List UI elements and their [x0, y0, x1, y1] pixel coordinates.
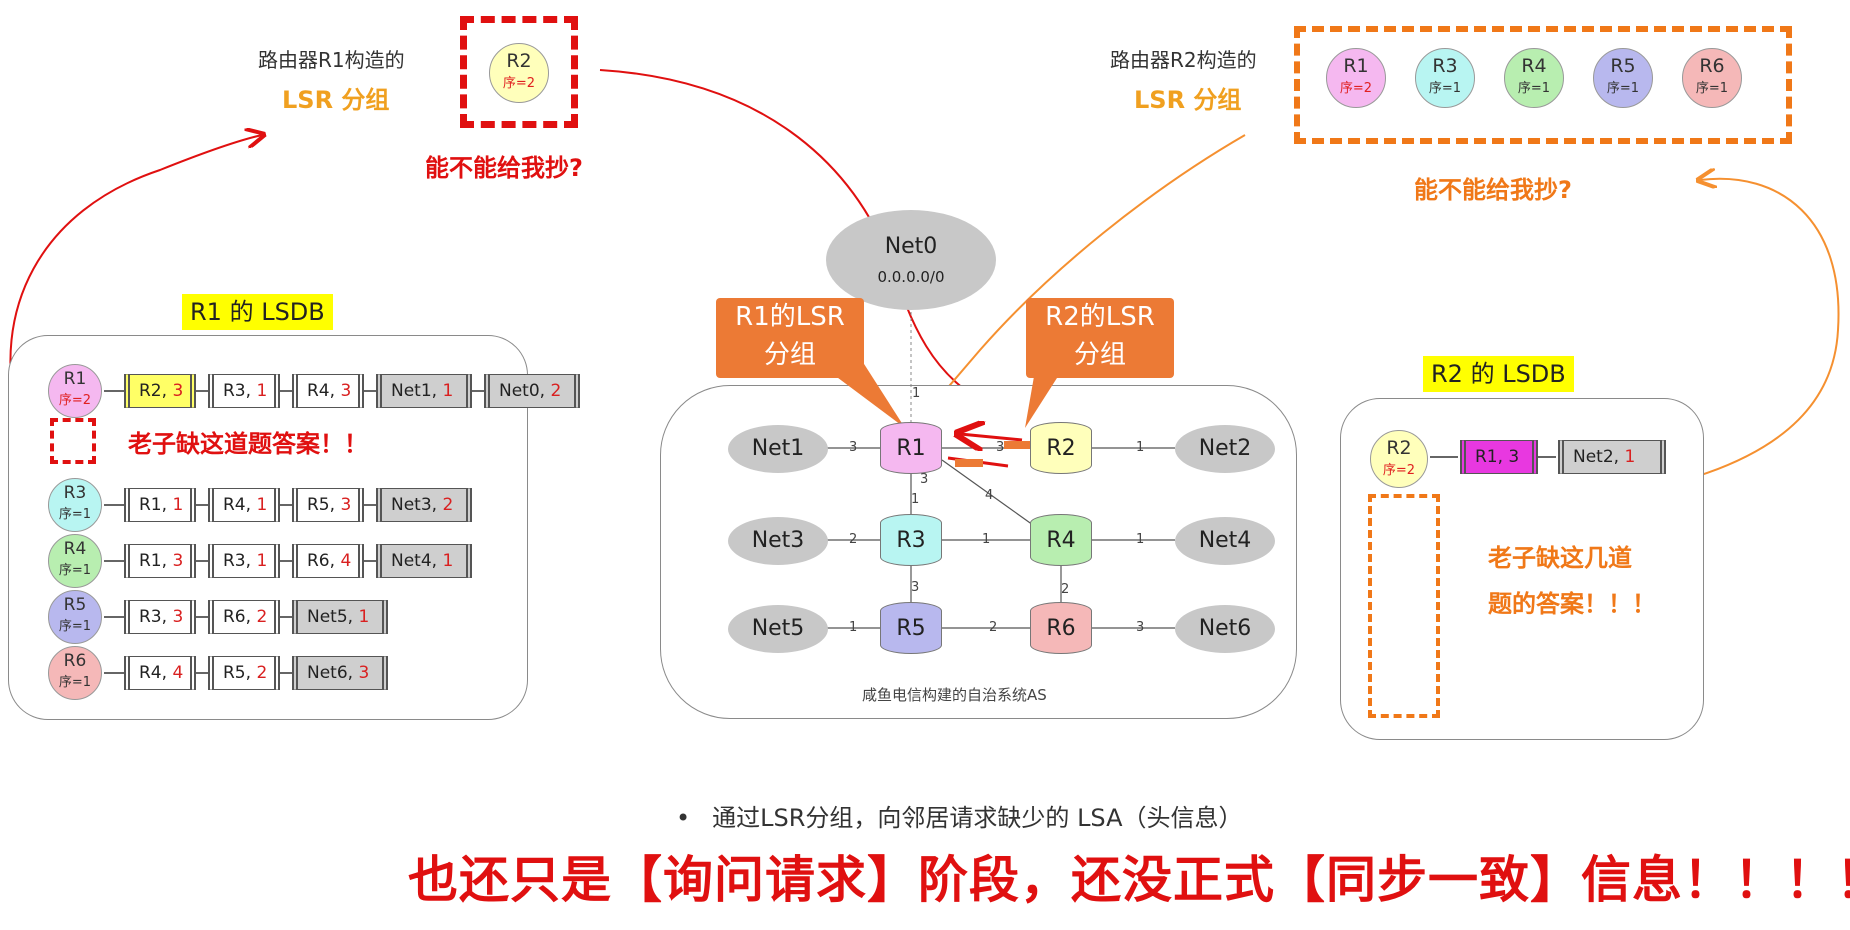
lsdb-cell: R4, 4 [124, 656, 196, 690]
r1-question: 能不能给我抄? [425, 154, 583, 182]
callout-r2-lsr: R2的LSR 分组 [1026, 298, 1174, 378]
lsdb-cell: R4, 3 [292, 374, 364, 408]
r2-missing-text-2: 题的答案！！！ [1488, 590, 1656, 618]
headline: 也还只是【询问请求】阶段，还没正式【同步一致】信息！！！！ [408, 851, 1850, 909]
link-cost: 2 [849, 532, 858, 547]
r2-lsdb-title: R2 的 LSDB [1423, 356, 1574, 392]
link-cost: 3 [849, 440, 858, 455]
r2-lsr-label: 路由器R2构造的 [1110, 48, 1257, 72]
cloud-net3: Net3 [728, 517, 828, 565]
r2-lsdb-cell-net2: Net2, 1 [1558, 440, 1666, 474]
lsdb-cell: Net4, 1 [376, 544, 472, 578]
r1-missing-text: 老子缺这道题答案！！ [128, 430, 368, 458]
r2-lsdb-router: R2 序=2 [1370, 430, 1428, 488]
lsdb-cell: R2, 3 [124, 374, 196, 408]
r2-missing-slot [1368, 494, 1440, 718]
lsdb-cell: R1, 3 [124, 544, 196, 578]
r2-question: 能不能给我抄? [1414, 176, 1572, 204]
r1-missing-slot [50, 418, 96, 464]
link-cost: 1 [1136, 440, 1145, 455]
r1-lsr-packet-r2: R2 序=2 [489, 43, 549, 103]
lsdb-cell: Net0, 2 [484, 374, 580, 408]
r2-lsdb-cell-r1: R1, 3 [1460, 440, 1538, 474]
lsdb-cell: Net3, 2 [376, 488, 472, 522]
orange-arrow-center [920, 134, 1246, 420]
router-r1: R1 [880, 422, 942, 474]
link-cost: 3 [1136, 620, 1145, 635]
r2-missing-text-1: 老子缺这几道 [1488, 544, 1632, 572]
cloud-net4: Net4 [1175, 517, 1275, 565]
lsdb-cell: R1, 1 [124, 488, 196, 522]
r1-lsr-packet: R2 序=2 [460, 16, 578, 128]
r2-lsr-sub: LSR 分组 [1134, 86, 1242, 114]
net0-cloud: Net0 0.0.0.0/0 [826, 210, 996, 310]
lsdb-cell: R6, 4 [292, 544, 364, 578]
link-cost: 3 [996, 440, 1005, 455]
link-cost: 1 [1136, 532, 1145, 547]
link-cost: 1 [982, 532, 991, 547]
cloud-net6: Net6 [1175, 605, 1275, 653]
link-cost: 1 [912, 386, 921, 401]
cloud-net5: Net5 [728, 605, 828, 653]
lsdb-cell: R6, 2 [208, 600, 280, 634]
cloud-net1: Net1 [728, 425, 828, 473]
router-r5: R5 [880, 602, 942, 654]
link-cost: 1 [849, 620, 858, 635]
link-cost: 3 [920, 472, 929, 487]
bullet-point: •通过LSR分组，向邻居请求缺少的 LSA（头信息） [676, 804, 1243, 832]
r1-lsr-label: 路由器R1构造的 [258, 48, 405, 72]
red-arrow-left [9, 135, 262, 421]
lsdb-cell: R4, 1 [208, 488, 280, 522]
r1-lsdb-title: R1 的 LSDB [182, 294, 333, 330]
cloud-net2: Net2 [1175, 425, 1275, 473]
router-r3: R3 [880, 514, 942, 566]
lsdb-cell: R5, 2 [208, 656, 280, 690]
r1-lsr-sub: LSR 分组 [282, 86, 390, 114]
lsdb-cell: Net5, 1 [292, 600, 388, 634]
lsdb-cell: R3, 3 [124, 600, 196, 634]
lsdb-cell: R3, 1 [208, 544, 280, 578]
lsdb-cell: Net6, 3 [292, 656, 388, 690]
link-cost: 2 [989, 620, 998, 635]
as-caption: 咸鱼电信构建的自治系统AS [862, 686, 1047, 704]
router-r4: R4 [1030, 514, 1092, 566]
link-cost: 1 [911, 492, 920, 507]
link-cost: 3 [911, 580, 920, 595]
lsdb-cell: R3, 1 [208, 374, 280, 408]
link-cost: 2 [1061, 582, 1070, 597]
lsdb-cell: R5, 3 [292, 488, 364, 522]
lsdb-cell: Net1, 1 [376, 374, 472, 408]
link-cost: 4 [985, 488, 994, 503]
router-r2: R2 [1030, 422, 1092, 474]
router-r6: R6 [1030, 602, 1092, 654]
callout-r1-lsr: R1的LSR 分组 [716, 298, 864, 378]
